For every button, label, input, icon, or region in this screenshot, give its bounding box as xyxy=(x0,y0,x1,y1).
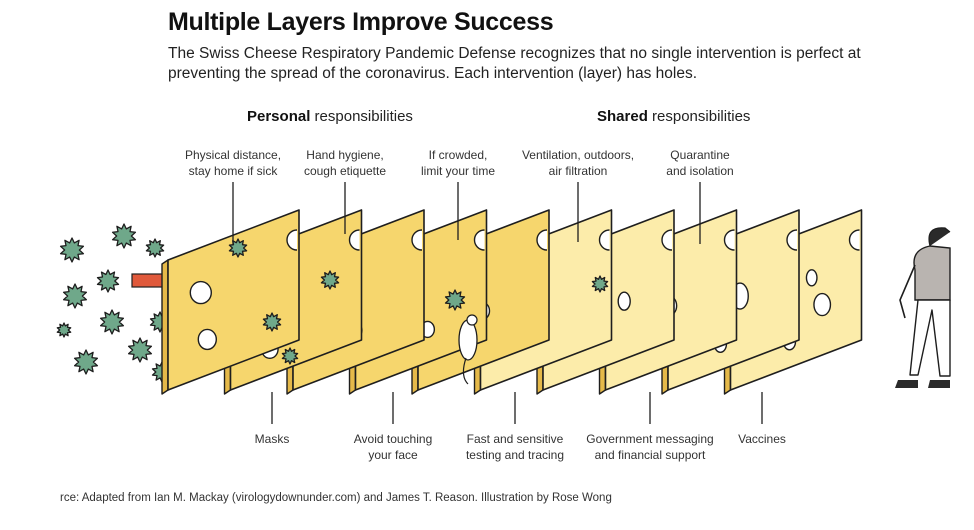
cheese-hole xyxy=(805,269,818,287)
personal-heading-rest: responsibilities xyxy=(310,108,413,125)
cheese-notch xyxy=(598,229,610,251)
person-arm xyxy=(899,264,916,319)
label-government-messaging: Government messaging and financial suppo… xyxy=(586,432,714,462)
virus-icon xyxy=(73,349,99,375)
label-physical-distance: Physical distance, stay home if sick xyxy=(184,148,282,178)
mouse-body xyxy=(458,319,478,361)
diagram-subtitle: The Swiss Cheese Respiratory Pandemic De… xyxy=(168,45,861,82)
person-head xyxy=(928,227,951,247)
label-if-crowded: If crowded, limit your time xyxy=(420,148,496,178)
source-credit: rce: Adapted from Ian M. Mackay (virolog… xyxy=(60,492,612,504)
virus-icon xyxy=(320,270,340,290)
virus-icon xyxy=(444,289,466,311)
layer-edge xyxy=(161,259,169,395)
cheese-notch xyxy=(786,229,798,251)
shared-heading: Shared responsibilities xyxy=(597,108,750,125)
label-testing-tracing: Fast and sensitive testing and tracing xyxy=(465,432,565,462)
person-legs xyxy=(909,299,951,377)
shared-heading-rest: responsibilities xyxy=(647,108,751,125)
label-hand-hygiene: Hand hygiene, cough etiquette xyxy=(303,148,387,178)
cheese-notch xyxy=(723,229,735,251)
virus-icon xyxy=(262,312,282,332)
virus-icon xyxy=(56,322,72,338)
cheese-notch xyxy=(411,229,423,251)
cheese-notch xyxy=(661,229,673,251)
virus-icon xyxy=(96,269,120,293)
label-avoid-touching: Avoid touching your face xyxy=(353,432,433,462)
person-shoe xyxy=(895,380,918,388)
virus-icon xyxy=(281,347,299,365)
personal-heading-bold: Personal xyxy=(247,108,311,125)
cheese-hole xyxy=(617,291,631,311)
virus-icon xyxy=(111,223,137,249)
label-masks: Masks xyxy=(254,432,290,446)
cheese-layer-1 xyxy=(161,209,300,395)
shared-heading-bold: Shared xyxy=(597,108,648,125)
mouse-illustration xyxy=(458,314,478,385)
cheese-notch xyxy=(348,229,360,251)
diagram-title: Multiple Layers Improve Success xyxy=(168,8,554,36)
label-leader-lines xyxy=(232,182,763,424)
cheese-notch xyxy=(286,229,298,251)
virus-icon xyxy=(99,309,125,335)
cheese-hole xyxy=(813,292,832,317)
personal-heading: Personal responsibilities xyxy=(247,108,413,125)
mouse-ear xyxy=(466,314,478,326)
person-shoe xyxy=(928,380,950,388)
virus-icon xyxy=(127,337,153,363)
label-quarantine: Quarantine and isolation xyxy=(666,148,734,178)
person-torso xyxy=(913,245,951,301)
mouse-tail xyxy=(462,357,469,385)
cheese-hole xyxy=(197,328,218,351)
person-figure xyxy=(895,227,951,388)
cheese-hole xyxy=(189,280,213,305)
label-vaccines: Vaccines xyxy=(738,432,786,446)
virus-icon xyxy=(228,238,248,258)
cheese-layers xyxy=(161,209,863,395)
cheese-notch xyxy=(848,229,860,251)
virus-icon xyxy=(591,275,609,293)
virus-icon xyxy=(145,238,165,258)
virus-cluster-left xyxy=(56,223,173,383)
virus-icon xyxy=(62,283,88,309)
label-ventilation: Ventilation, outdoors, air filtration xyxy=(521,148,635,178)
virus-icon xyxy=(59,237,85,263)
cheese-notch xyxy=(536,229,548,251)
cheese-notch xyxy=(473,229,485,251)
